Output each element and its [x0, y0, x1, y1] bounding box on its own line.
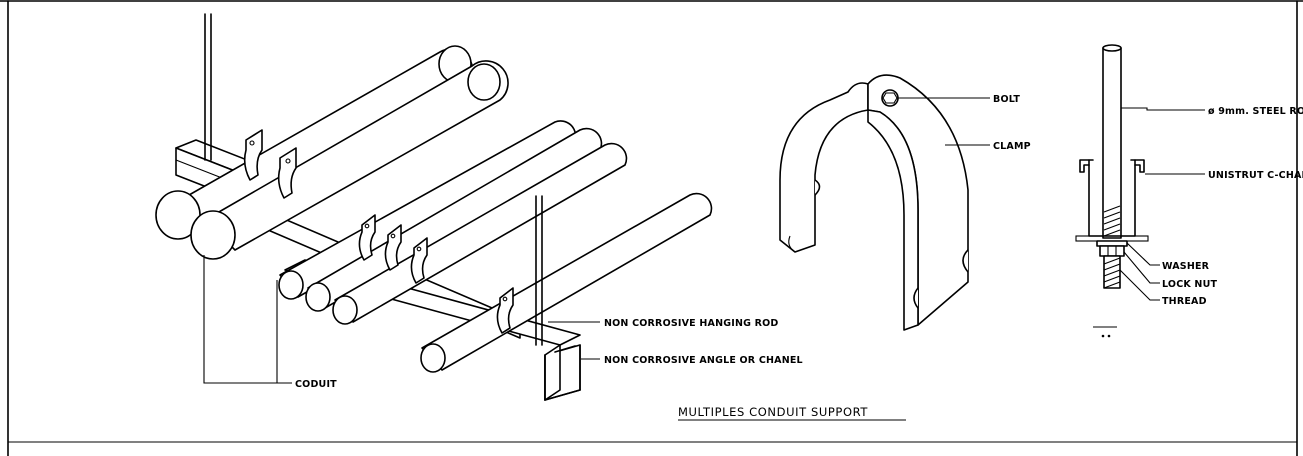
hanging-rod-right: [535, 195, 543, 346]
washer-label: WASHER: [1162, 261, 1210, 272]
small-conduit-4: [420, 192, 713, 373]
c-channel-label: UNISTRUT C-CHANEL: [1208, 170, 1303, 181]
conduit-clamps-front: [358, 214, 514, 334]
rod-channel-detail-view: ø 9mm. STEEL ROD UNISTRUT C-CHANEL WASHE…: [1075, 44, 1303, 338]
clamp-detail-view: BOLT CLAMP: [779, 74, 1031, 331]
large-conduit-2: [190, 60, 509, 260]
angle-channel-label: NON CORROSIVE ANGLE OR CHANEL: [604, 355, 803, 366]
drawing-title-text: MULTIPLES CONDUIT SUPPORT: [678, 405, 868, 419]
thread-hatch: [1103, 205, 1121, 237]
lock-nut-label: LOCK NUT: [1162, 279, 1217, 290]
hanging-rod-left: [204, 13, 212, 161]
conduit-leaders: [203, 255, 600, 384]
thread-lower-hatch: [1103, 257, 1121, 289]
small-conduit-3: [332, 142, 628, 325]
hanging-rod-label: NON CORROSIVE HANGING ROD: [604, 318, 778, 329]
bolt-label: BOLT: [993, 94, 1020, 105]
drawing-title: MULTIPLES CONDUIT SUPPORT: [678, 405, 906, 421]
steel-rod-label: ø 9mm. STEEL ROD: [1208, 106, 1303, 117]
thread-label: THREAD: [1162, 296, 1207, 307]
isometric-multiple-conduit-view: CODUIT NON CORROSIVE HANGING ROD NON COR…: [155, 13, 803, 401]
conduit-label: CODUIT: [295, 379, 337, 390]
clamp-label: CLAMP: [993, 141, 1031, 152]
conduit-clamps-rear: [243, 129, 297, 199]
